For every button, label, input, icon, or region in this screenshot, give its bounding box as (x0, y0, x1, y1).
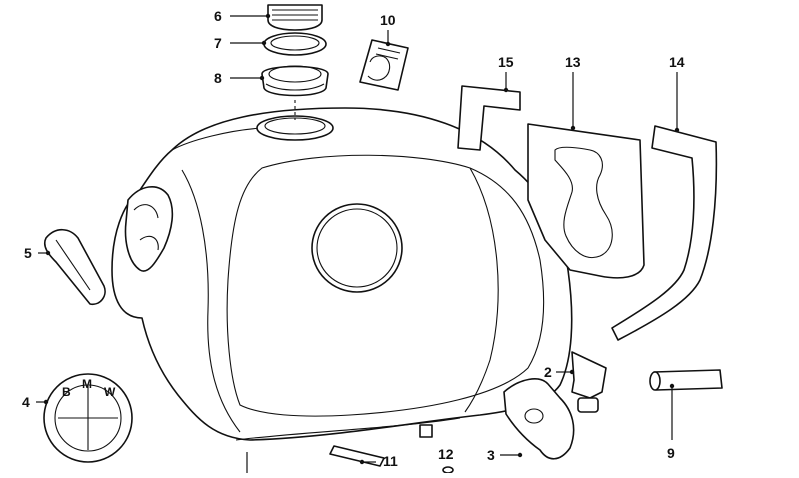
emblem-letter-m: M (82, 377, 92, 391)
callout-2: 2 (544, 364, 552, 380)
threaded-ring (261, 65, 329, 97)
callout-11: 11 (383, 453, 398, 469)
callout-4: 4 (22, 394, 30, 410)
pad-15 (457, 85, 521, 151)
bracket-3 (503, 378, 575, 460)
clip-2 (571, 351, 607, 413)
leader-lines (36, 13, 680, 473)
callout-9: 9 (667, 445, 675, 461)
pad-14 (611, 125, 718, 341)
callout-12: 12 (438, 446, 454, 462)
sealing-ring (263, 32, 327, 56)
callout-10: 10 (380, 12, 396, 28)
filler-cap-insert (267, 4, 323, 31)
callout-14: 14 (669, 54, 685, 70)
callout-15: 15 (498, 54, 514, 70)
callout-8: 8 (214, 70, 222, 86)
callout-3: 3 (487, 447, 495, 463)
emblem-letter-w: W (104, 385, 116, 399)
bmw-emblem: B M W (43, 373, 133, 463)
callout-7: 7 (214, 35, 222, 51)
hose-9 (649, 369, 723, 391)
emblem-letter-b: B (62, 385, 71, 399)
callout-5: 5 (24, 245, 32, 261)
fuel-tank (111, 107, 573, 441)
strip-11 (329, 445, 385, 467)
pad-13 (527, 123, 645, 279)
grommet-5 (43, 228, 106, 306)
callout-13: 13 (565, 54, 581, 70)
label-sticker (359, 39, 409, 91)
callout-6: 6 (214, 8, 222, 24)
screw-12 (442, 466, 454, 474)
